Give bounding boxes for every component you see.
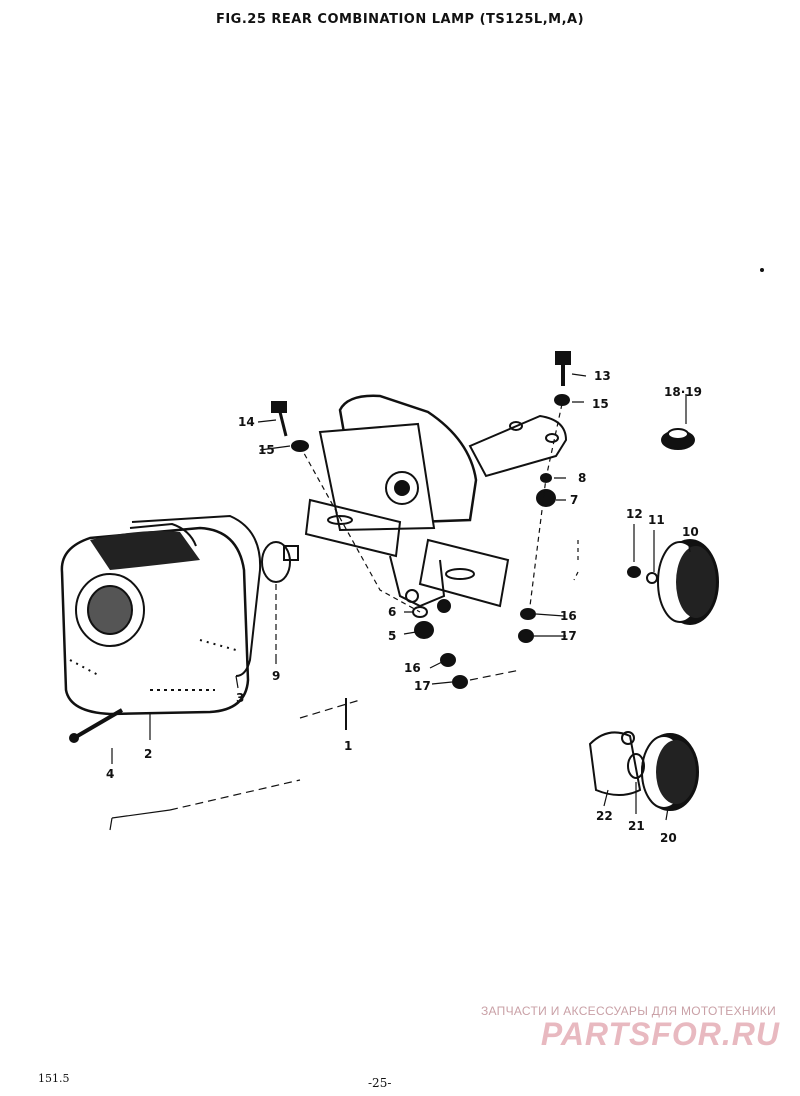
lamp-gasket xyxy=(131,514,262,677)
part-label-16: 16 xyxy=(560,609,577,623)
part-number-labels: 1 2 3 4 5 6 7 8 9 10 11 12 13 14 15 15 1… xyxy=(106,369,702,845)
reference-code: 151.5 xyxy=(38,1072,70,1085)
part-label-5: 5 xyxy=(388,629,396,643)
watermark-brand: PARTSFOR.RU xyxy=(540,1016,780,1052)
part-label-13: 13 xyxy=(594,369,611,383)
part-label-7: 7 xyxy=(570,493,578,507)
part-label-21: 21 xyxy=(628,819,645,833)
part-label-15: 15 xyxy=(258,443,275,457)
reflector-10 xyxy=(657,539,719,625)
part-label-6: 6 xyxy=(388,605,396,619)
page-number: -25- xyxy=(368,1076,392,1090)
part-label-11: 11 xyxy=(648,513,665,527)
part-label-17b: 17 xyxy=(414,679,431,693)
part-label-14: 14 xyxy=(238,415,255,429)
part-label-16b: 16 xyxy=(404,661,421,675)
part-label-20: 20 xyxy=(660,831,677,845)
part-label-15b: 15 xyxy=(592,397,609,411)
figure-title: FIG.25 REAR COMBINATION LAMP (TS125L,M,A… xyxy=(215,12,585,27)
lamp-bulb xyxy=(261,541,299,660)
fasteners xyxy=(271,351,658,689)
part-label-22: 22 xyxy=(596,809,613,823)
part-label-1: 1 xyxy=(344,739,352,753)
reflector-20 xyxy=(588,731,699,811)
part-label-2: 2 xyxy=(144,747,152,761)
watermark-subtitle: ЗАПЧАСТИ И АКСЕССУАРЫ ДЛЯ МОТОТЕХНИКИ xyxy=(480,1004,776,1018)
part-label-9: 9 xyxy=(272,669,280,683)
grommet xyxy=(661,428,695,450)
lamp-housing xyxy=(60,522,250,716)
part-label-17: 17 xyxy=(560,629,577,643)
part-label-8: 8 xyxy=(578,471,586,485)
part-label-4: 4 xyxy=(106,767,114,781)
housing-screw xyxy=(69,708,124,760)
part-label-10: 10 xyxy=(682,525,699,539)
lamp-bracket xyxy=(304,394,568,613)
leader-lines xyxy=(109,373,691,831)
part-label-3: 3 xyxy=(236,691,244,705)
part-label-12: 12 xyxy=(626,507,643,521)
part-label-18-19: 18·19 xyxy=(664,385,702,399)
